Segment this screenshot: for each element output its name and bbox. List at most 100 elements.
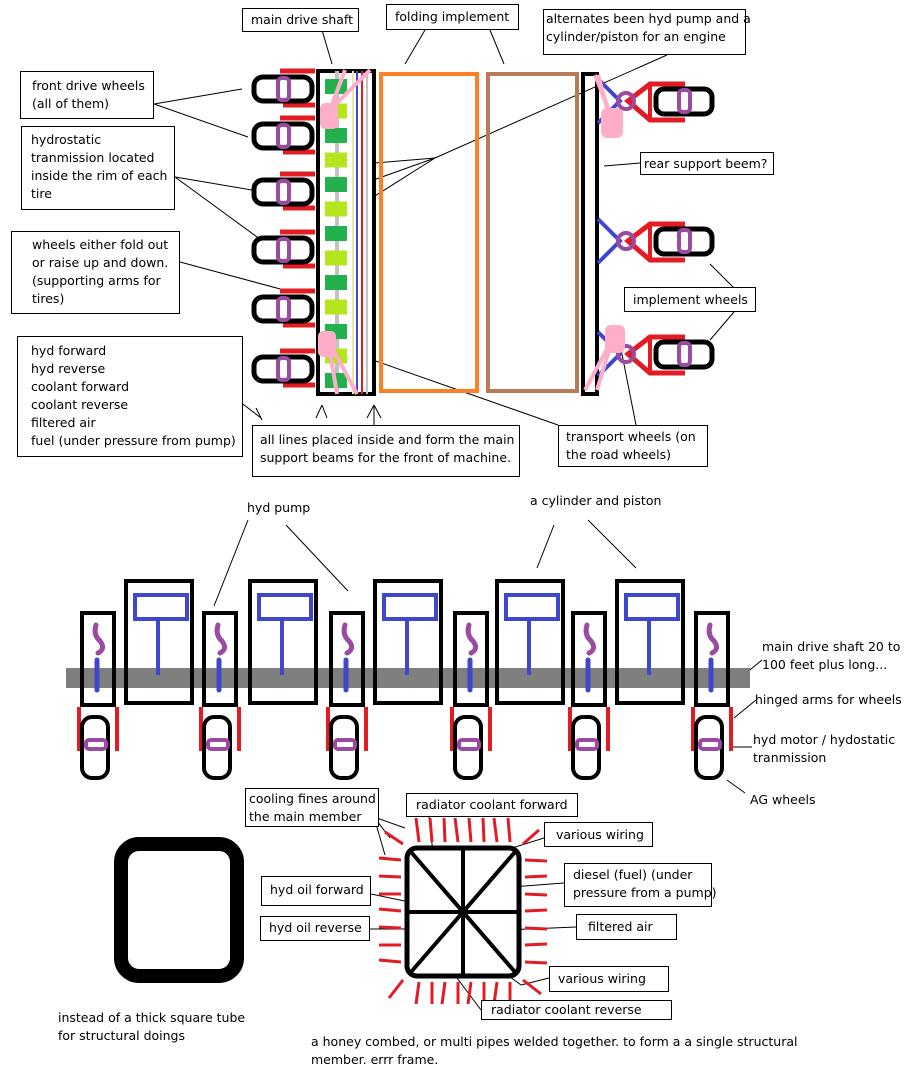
cooling-fin	[378, 874, 402, 879]
hyd-pump-housing	[329, 611, 365, 707]
transport-arm	[328, 68, 372, 112]
piston-head	[382, 593, 438, 621]
folding-implement-section-brown	[486, 72, 579, 393]
cooling-fin	[524, 908, 548, 913]
hyd-pump-housing	[202, 611, 238, 707]
label-hyd-oil-forward: hyd oil forward	[261, 876, 371, 906]
cooling-fin	[428, 817, 434, 843]
caption-square-tube: instead of a thick square tube for struc…	[58, 1010, 246, 1043]
caption-honeycomb: a honey combed, or multi pipes welded to…	[311, 1034, 798, 1067]
leader-line	[373, 404, 382, 419]
cooling-fin	[378, 856, 402, 862]
engine-segment-light	[325, 152, 347, 168]
cooling-fin	[524, 960, 548, 965]
hinge-pivot	[616, 344, 636, 364]
label-hyd-motor: hyd motor / hydostatic tranmission	[753, 732, 896, 765]
leader-line	[366, 404, 375, 419]
cooling-fin	[453, 817, 460, 843]
leader-line	[603, 162, 641, 167]
cooling-fin	[522, 978, 542, 996]
label-all-lines: all lines placed inside and form the mai…	[252, 425, 520, 477]
cooling-fin	[387, 979, 405, 999]
cooling-fin	[384, 830, 404, 846]
hyd-motor-hub	[84, 738, 108, 751]
engine-segment-dark	[325, 226, 347, 241]
label-lines-list: hyd forward hyd reverse coolant forward …	[17, 336, 243, 457]
label-hyd-oil-reverse: hyd oil reverse	[260, 916, 370, 941]
piston-head	[504, 593, 560, 621]
leader-line	[153, 88, 243, 105]
label-radiator-forward: radiator coolant forward	[406, 793, 578, 817]
cooling-fin	[492, 817, 499, 843]
implement-wheel-hub	[677, 88, 692, 114]
hyd-pump-housing	[80, 611, 116, 707]
hydrostatic-hub	[276, 356, 291, 382]
rear-support-beam	[581, 72, 599, 396]
implement-wheel-hub	[677, 341, 692, 367]
side-view-drawing	[66, 579, 750, 780]
label-wiring-top: various wiring	[544, 822, 653, 847]
engine-segment-dark	[325, 128, 347, 143]
hyd-pump-housing	[694, 611, 730, 707]
pump-element-purple	[583, 622, 597, 656]
leader-line	[536, 524, 555, 569]
cooling-fin	[414, 981, 421, 1005]
cross-section-drawing	[114, 817, 548, 1005]
leader-line	[373, 816, 406, 829]
pump-element-purple	[341, 622, 355, 656]
cylinder-housing	[124, 579, 194, 705]
leader-line	[153, 103, 249, 138]
transport-wheel	[601, 108, 623, 138]
hyd-motor-hub	[575, 738, 599, 751]
cooling-fin	[506, 817, 512, 843]
cooling-fin	[414, 817, 421, 843]
engine-segment-light	[325, 250, 347, 266]
leader-line	[315, 404, 323, 419]
cooling-fin	[524, 858, 548, 863]
leader-line	[179, 261, 285, 291]
pump-element-purple	[706, 622, 720, 656]
label-hydrostatic: hydrostatic tranmission located inside t…	[21, 126, 175, 210]
engine-segment-dark	[325, 177, 347, 192]
implement-wheel-arm	[624, 221, 685, 263]
leader-line	[321, 404, 328, 419]
cylinder-housing	[615, 579, 685, 705]
label-filtered-air: filtered air	[576, 914, 677, 940]
cooling-fin	[522, 828, 540, 846]
leader-line	[619, 343, 637, 426]
leader-line	[174, 176, 269, 246]
pump-element-purple	[214, 622, 228, 656]
label-alternates: alternates been hyd pump and a cylinder/…	[543, 9, 751, 55]
label-hyd-pump: hyd pump	[247, 500, 311, 515]
hyd-motor-hub	[333, 738, 357, 751]
cooling-fin	[378, 925, 402, 930]
cooling-fin	[467, 817, 473, 843]
hyd-motor-hub	[698, 738, 722, 751]
leader-line	[733, 699, 757, 719]
divider	[409, 850, 517, 974]
label-transport-wheels: transport wheels (on the road wheels)	[558, 425, 708, 467]
hyd-motor-hub	[206, 738, 230, 751]
cylinder-housing	[248, 579, 318, 705]
engine-segment-light	[325, 201, 347, 217]
cooling-fin	[378, 958, 402, 964]
leader-line	[213, 519, 249, 607]
leader-line	[255, 407, 263, 421]
implement-wheel-arm	[624, 334, 685, 376]
label-ag-wheels: AG wheels	[750, 792, 816, 807]
thick-square-tube	[114, 837, 244, 983]
hydrostatic-hub	[276, 76, 291, 102]
leader-line	[404, 29, 426, 65]
cooling-fin	[524, 942, 548, 947]
hyd-pump-housing	[571, 611, 607, 707]
transport-wheel	[605, 325, 625, 353]
cooling-fin	[524, 892, 548, 897]
hyd-motor-hub	[457, 738, 481, 751]
label-implement-wheels: implement wheels	[624, 287, 756, 312]
engine-segment-light	[325, 299, 347, 315]
cooling-fin	[524, 874, 548, 879]
hydrostatic-hub	[276, 123, 291, 149]
label-wheels-fold: wheels either fold out or raise up and d…	[11, 231, 180, 314]
label-rear-support: rear support beem?	[640, 152, 774, 175]
